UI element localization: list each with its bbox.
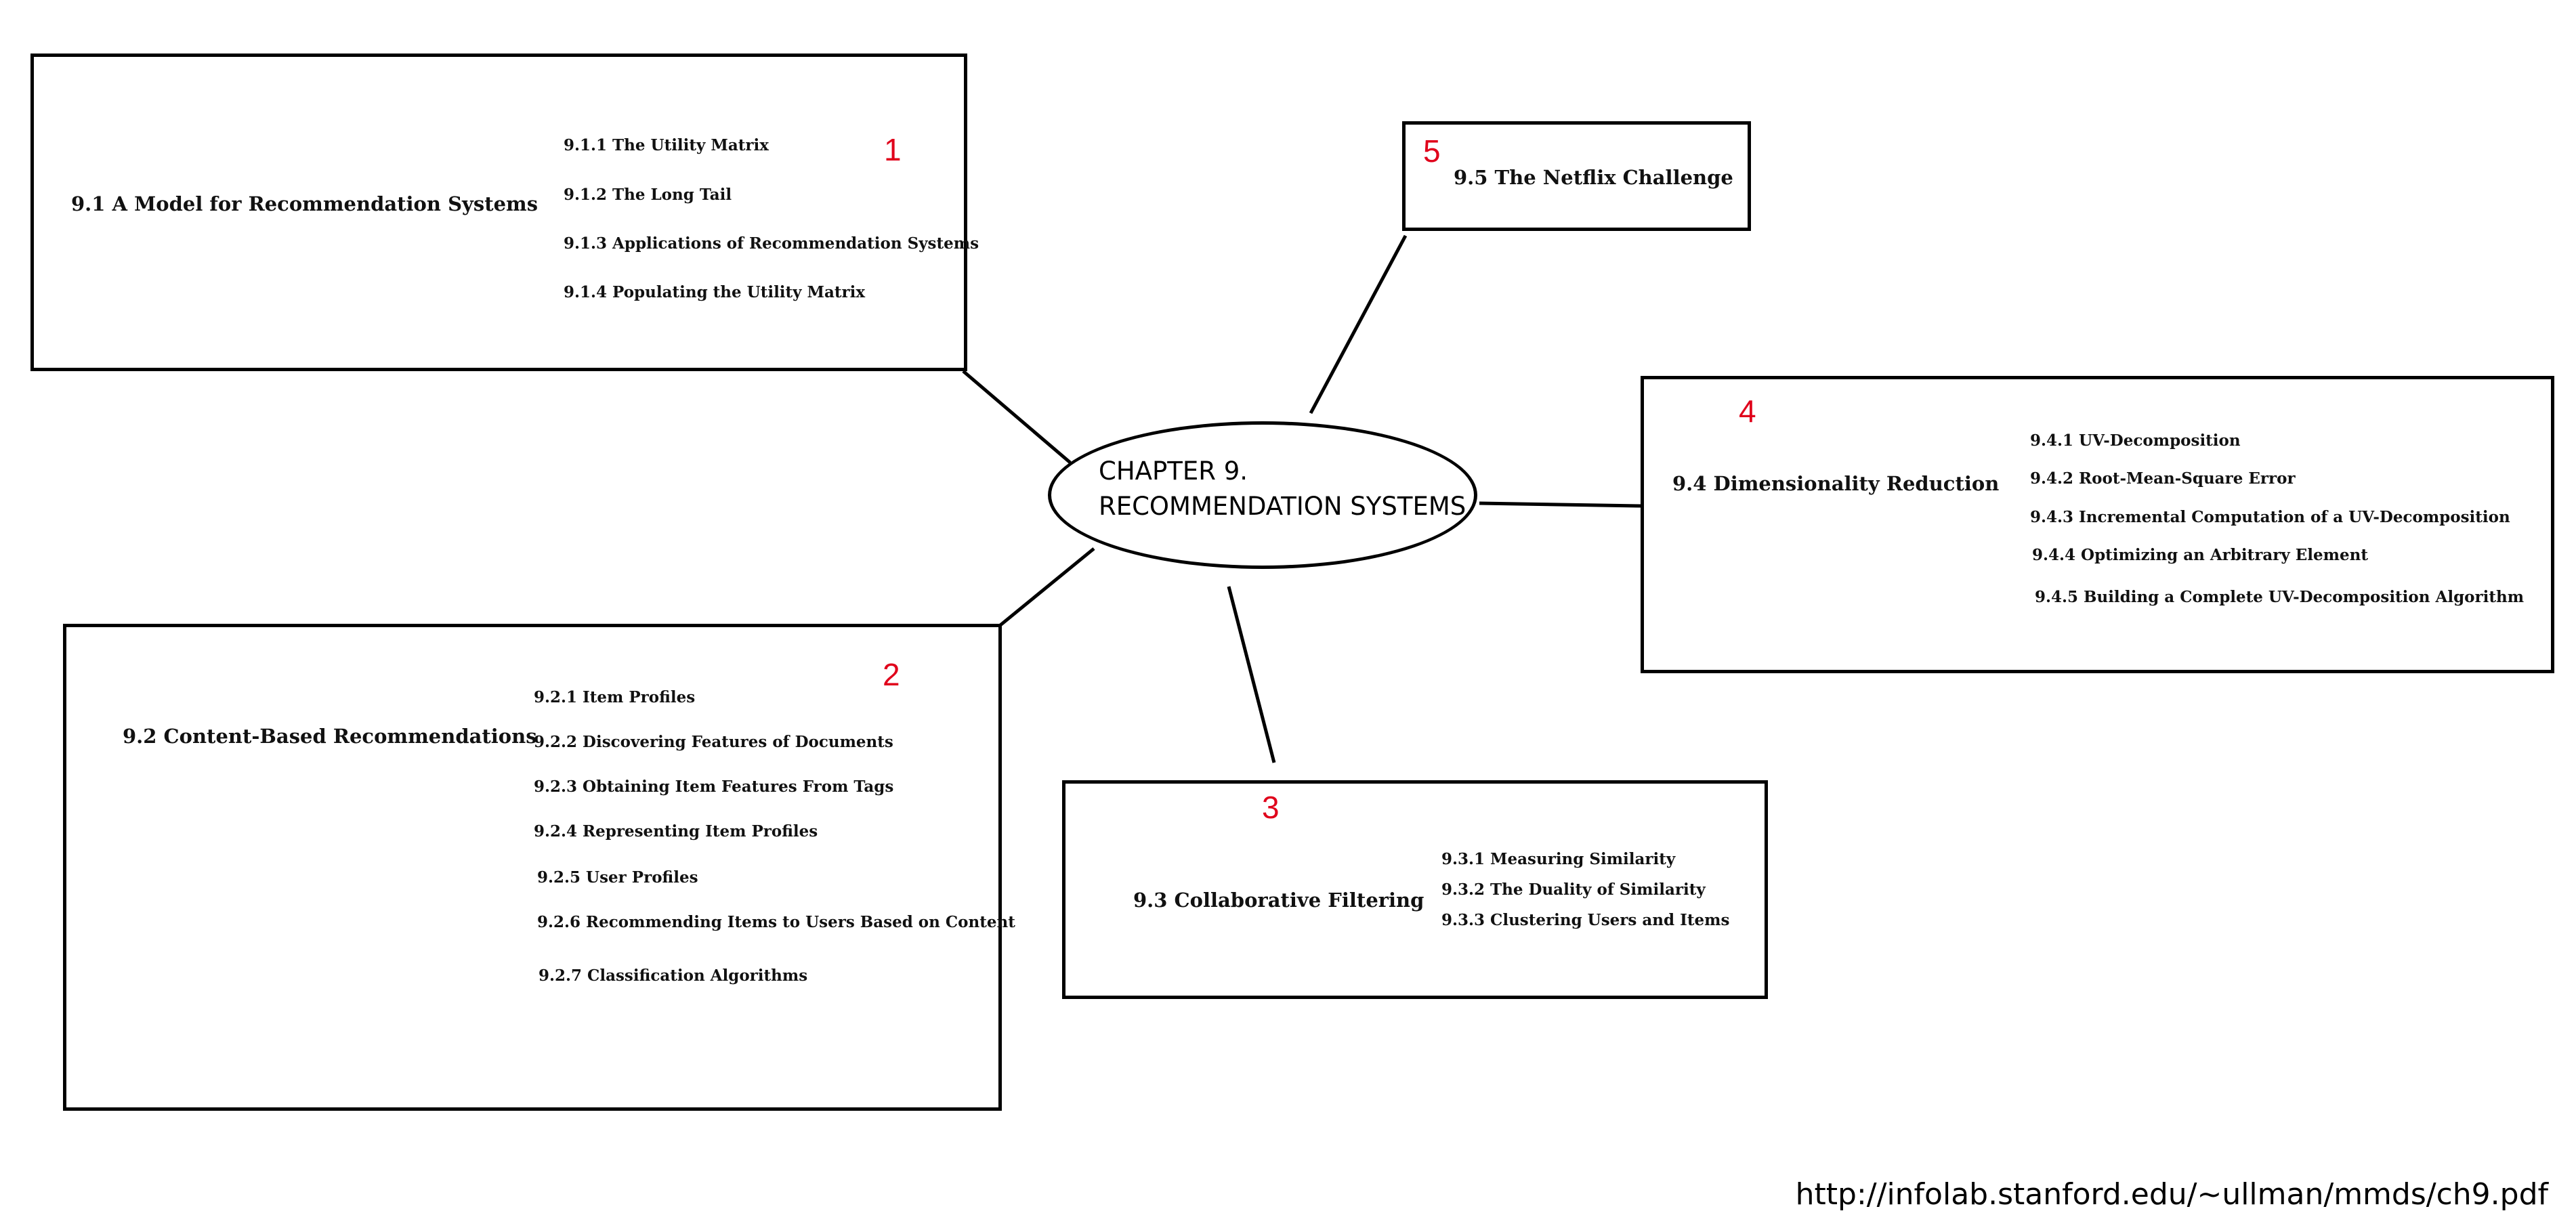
subsection-item: 9.3.1 Measuring Similarity <box>1441 850 1676 868</box>
connector-9-3 <box>1227 586 1276 763</box>
section-title: 9.5 The Netflix Challenge <box>1454 166 1733 189</box>
connector-9-5 <box>1309 234 1408 415</box>
subsection-item: 9.3.3 Clustering Users and Items <box>1441 911 1730 929</box>
source-url: http://infolab.stanford.edu/~ullman/mmds… <box>1795 1177 2548 1212</box>
subsection-item: 9.3.2 The Duality of Similarity <box>1441 880 1706 899</box>
subsection-item: 9.2.1 Item Profiles <box>534 688 696 706</box>
subsection-item: 9.2.7 Classification Algorithms <box>539 967 808 985</box>
subsection-item: 9.1.2 The Long Tail <box>564 186 732 204</box>
subsection-item: 9.2.2 Discovering Features of Documents <box>534 733 893 751</box>
section-title: 9.4 Dimensionality Reduction <box>1672 472 2000 495</box>
subsection-item: 9.1.4 Populating the Utility Matrix <box>564 283 866 301</box>
subsection-item: 9.4.3 Incremental Computation of a UV-De… <box>2030 508 2510 526</box>
subsection-item: 9.2.5 User Profiles <box>537 868 698 887</box>
subsection-item: 9.4.1 UV-Decomposition <box>2030 431 2241 450</box>
subsection-item: 9.1.1 The Utility Matrix <box>564 136 769 154</box>
subsection-item: 9.4.2 Root-Mean-Square Error <box>2030 469 2296 488</box>
section-marker: 5 <box>1423 133 1441 169</box>
chapter-node <box>1048 421 1477 569</box>
section-marker: 3 <box>1262 790 1280 825</box>
chapter-title: CHAPTER 9. RECOMMENDATION SYSTEMS <box>1099 454 1466 524</box>
section-box-9-5: 5 9.5 The Netflix Challenge <box>1402 121 1751 231</box>
section-marker: 2 <box>883 657 900 692</box>
section-box-9-3: 3 9.3 Collaborative Filtering 9.3.1 Meas… <box>1062 780 1768 999</box>
subsection-item: 9.4.4 Optimizing an Arbitrary Element <box>2032 546 2368 564</box>
section-marker: 1 <box>884 132 902 167</box>
subsection-item: 9.2.6 Recommending Items to Users Based … <box>537 913 1015 931</box>
section-marker: 4 <box>1739 394 1756 429</box>
subsection-item: 9.4.5 Building a Complete UV-Decompositi… <box>2035 588 2525 606</box>
section-box-9-2: 2 9.2 Content-Based Recommendations 9.2.… <box>63 624 1015 1111</box>
connector-9-1 <box>962 370 1072 464</box>
connector-9-4 <box>1479 501 1643 508</box>
connector-9-2 <box>992 547 1095 632</box>
chapter-title-line-1: CHAPTER 9. <box>1099 456 1248 486</box>
section-box-9-1: 1 9.1 A Model for Recommendation Systems… <box>30 54 979 371</box>
subsection-item: 9.2.3 Obtaining Item Features From Tags <box>534 778 894 796</box>
subsection-item: 9.2.4 Representing Item Profiles <box>534 822 818 841</box>
subsection-item: 9.1.3 Applications of Recommendation Sys… <box>564 234 979 253</box>
section-title: 9.3 Collaborative Filtering <box>1133 889 1424 912</box>
section-title: 9.2 Content-Based Recommendations <box>123 725 537 748</box>
chapter-title-line-2: RECOMMENDATION SYSTEMS <box>1099 492 1466 521</box>
section-title: 9.1 A Model for Recommendation Systems <box>71 192 539 215</box>
section-box-9-4: 4 9.4 Dimensionality Reduction 9.4.1 UV-… <box>1641 376 2554 673</box>
